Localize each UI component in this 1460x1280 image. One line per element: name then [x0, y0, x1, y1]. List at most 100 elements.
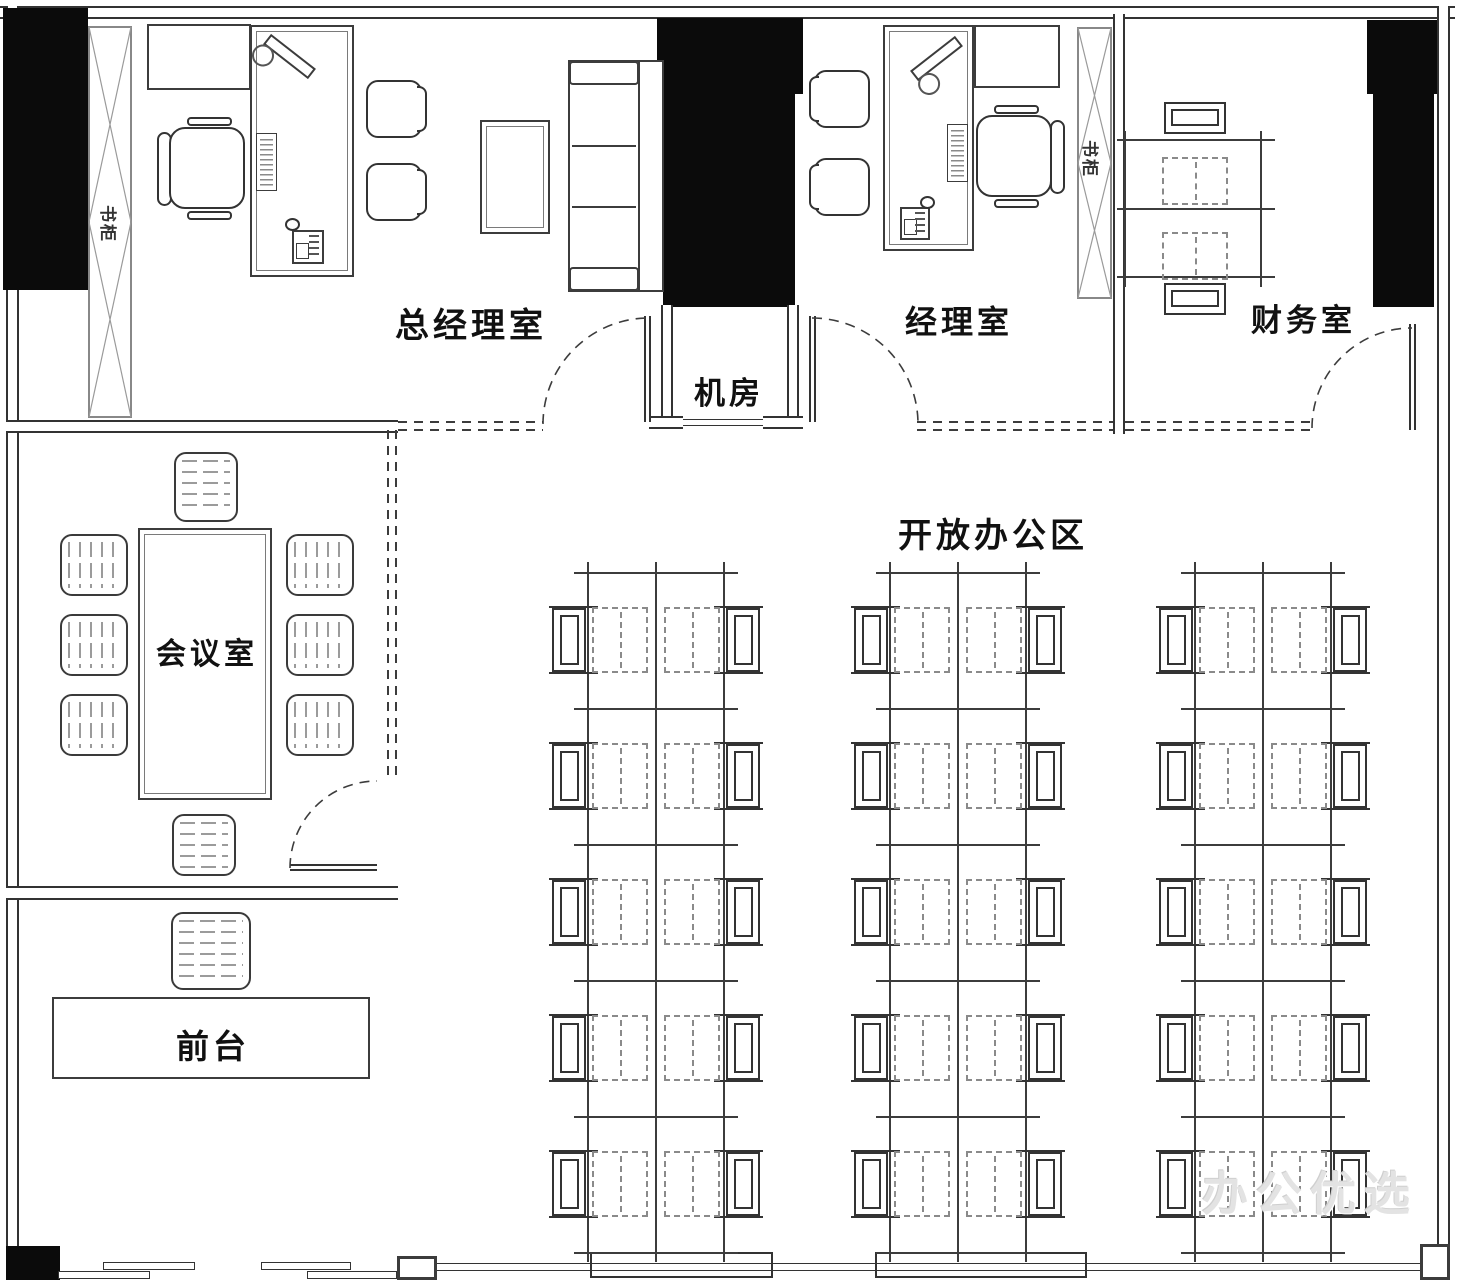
- column: [663, 94, 795, 307]
- workstation-chair: [714, 1014, 763, 1082]
- workstation-chair: [851, 606, 900, 674]
- phone-icon: [900, 207, 930, 240]
- desk-bank-line: [1025, 562, 1027, 1262]
- desk-divider-line: [876, 1252, 1040, 1254]
- desk-bank-line: [723, 562, 725, 1262]
- workstation-chair: [1016, 606, 1065, 674]
- workstation-chair: [851, 1014, 900, 1082]
- workstation-chair: [1321, 1014, 1370, 1082]
- desk-divider-line: [574, 980, 738, 982]
- pushed-in-chair: [592, 743, 648, 809]
- pushed-in-chair: [592, 607, 648, 673]
- meeting-chair: [286, 694, 354, 756]
- workstation-chair: [851, 1150, 900, 1218]
- pushed-in-chair: [1162, 232, 1228, 280]
- pushed-in-chair: [1199, 607, 1255, 673]
- desk-divider-line: [876, 980, 1040, 982]
- conference-table: [138, 528, 272, 800]
- meeting-chair: [60, 534, 128, 596]
- workstation-chair: [1156, 606, 1205, 674]
- guest-chair: [809, 158, 870, 216]
- manager-office-label: 经理室: [905, 303, 1014, 341]
- column: [1373, 94, 1434, 307]
- sliding-door-panel: [103, 1262, 195, 1270]
- phone-handset-icon: [285, 218, 300, 231]
- keyboard-icon: [947, 124, 968, 182]
- sofa: [568, 60, 664, 292]
- column: [657, 18, 803, 94]
- bookcase-x: [88, 26, 132, 418]
- meeting-room-top-wall: [6, 420, 398, 433]
- server-room-wall-right: [787, 305, 799, 423]
- workstation-chair: [851, 878, 900, 946]
- phone-handset-icon: [920, 196, 935, 209]
- workstation-chair: [1016, 878, 1065, 946]
- wall-left: [6, 6, 19, 1274]
- meeting-room-glass-wall: [387, 430, 397, 780]
- pushed-in-chair: [1199, 1015, 1255, 1081]
- glass-partition: [1125, 421, 1313, 431]
- desk-divider-line: [876, 1116, 1040, 1118]
- desk-divider-line: [574, 1116, 738, 1118]
- server-room-wall-cap: [763, 416, 803, 429]
- workstation-chair: [1321, 1150, 1370, 1218]
- workstation-chair: [1321, 878, 1370, 946]
- watermark: 办公优选: [1202, 1167, 1418, 1221]
- desk-divider-line: [574, 1252, 738, 1254]
- pushed-in-chair: [664, 743, 720, 809]
- desk-bank-line: [1262, 562, 1264, 1262]
- workstation-chair: [714, 1150, 763, 1218]
- workstation-chair: [549, 1150, 598, 1218]
- pushed-in-chair: [664, 879, 720, 945]
- manager-chair-arm: [994, 105, 1039, 114]
- desk-bank-line: [1330, 562, 1332, 1262]
- wall-bottom: [437, 1263, 1424, 1271]
- pushed-in-chair: [966, 607, 1022, 673]
- pushed-in-chair: [966, 1151, 1022, 1217]
- server-room-door: [683, 419, 763, 426]
- column: [3, 8, 88, 290]
- pushed-in-chair: [966, 743, 1022, 809]
- gm-office-door: [644, 316, 651, 422]
- gm-office-label: 总经理室: [395, 306, 547, 346]
- coffee-table: [480, 120, 550, 234]
- desk-divider-line: [1181, 844, 1345, 846]
- desk-divider-line: [1181, 1252, 1345, 1254]
- workstation-chair: [1016, 1150, 1065, 1218]
- reception-chair: [171, 912, 251, 990]
- workstation-chair: [1156, 742, 1205, 810]
- pushed-in-chair: [966, 1015, 1022, 1081]
- gm-door-swing: [542, 317, 650, 425]
- workstation-chair: [1016, 1014, 1065, 1082]
- pushed-in-chair: [1271, 1151, 1327, 1217]
- meeting-chair: [60, 694, 128, 756]
- gm-chair-arm: [187, 117, 232, 126]
- workstation-chair: [1164, 102, 1226, 134]
- keyboard-icon: [256, 133, 277, 191]
- glass-partition: [398, 421, 543, 431]
- workstation-chair: [1321, 742, 1370, 810]
- pushed-in-chair: [592, 1015, 648, 1081]
- pushed-in-chair: [894, 879, 950, 945]
- finance-desk-edge: [1117, 208, 1275, 210]
- column: [1367, 20, 1437, 94]
- workstation-chair: [714, 878, 763, 946]
- pushed-in-chair: [894, 607, 950, 673]
- phone-icon: [292, 230, 324, 264]
- reception-desk: [52, 997, 370, 1079]
- guest-chair: [366, 163, 427, 221]
- server-room-label: 机房: [694, 376, 764, 412]
- meeting-chair: [60, 614, 128, 676]
- guest-chair: [366, 80, 427, 138]
- desk-divider-line: [1181, 572, 1345, 574]
- finance-desk-edge: [1124, 131, 1126, 287]
- server-room-wall-cap: [649, 416, 683, 429]
- pushed-in-chair: [894, 743, 950, 809]
- workstation-chair: [549, 1014, 598, 1082]
- manager-office-chair: [976, 115, 1052, 197]
- meeting-chair: [174, 452, 238, 522]
- manager-cabinet: [974, 25, 1060, 88]
- desk-divider-line: [1181, 708, 1345, 710]
